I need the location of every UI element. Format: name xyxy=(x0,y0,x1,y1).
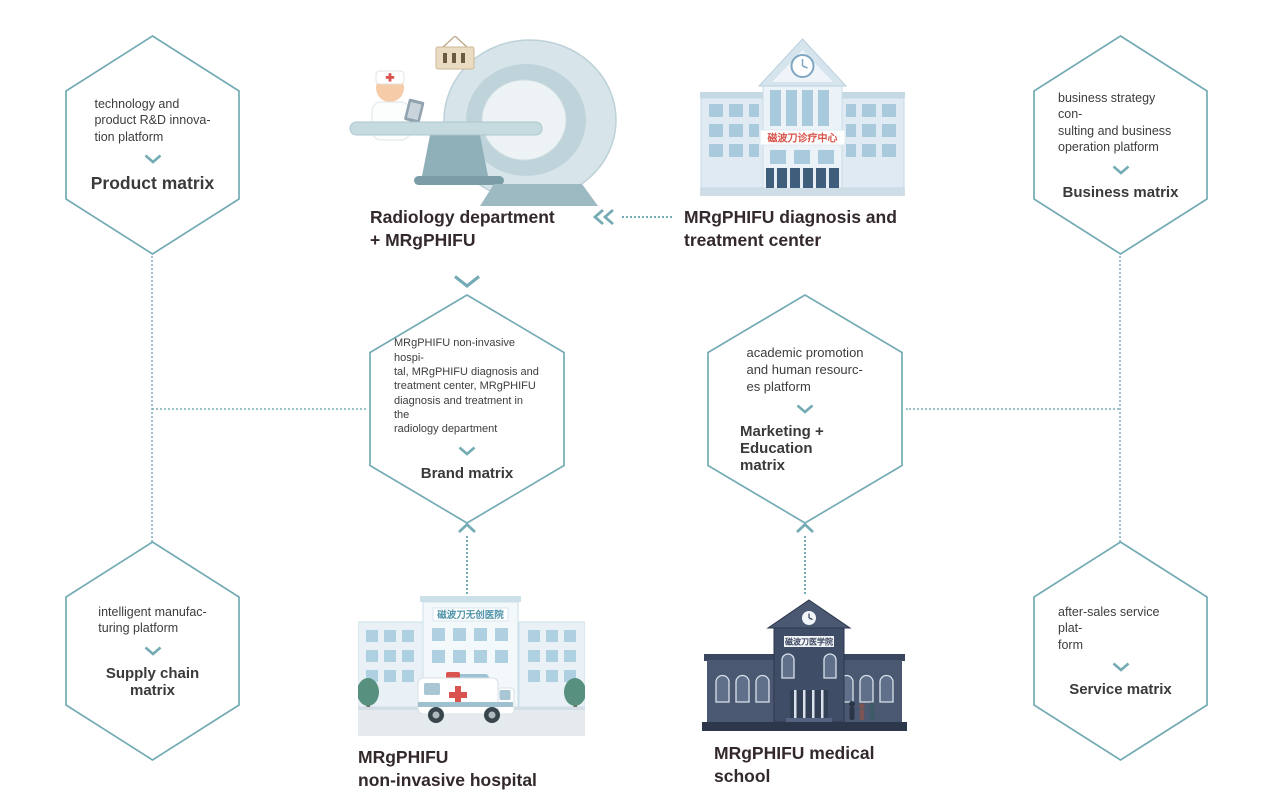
caption-connector-dotted xyxy=(622,216,672,218)
hexagon-product: technology and product R&D innova- tion … xyxy=(64,34,241,256)
hexagon-outline xyxy=(65,34,240,256)
supply-chain-matrix-label: Supply chain matrix xyxy=(105,664,200,699)
mri-scanner-illustration xyxy=(349,36,617,206)
chevron-down-icon xyxy=(454,275,480,289)
business-matrix-label: Business matrix xyxy=(1062,183,1179,201)
connector-left-vertical xyxy=(151,256,153,542)
name-banner xyxy=(759,129,846,146)
wing-windows xyxy=(366,630,576,682)
tower-upper-windows xyxy=(770,90,829,126)
tree xyxy=(564,678,585,710)
product-platform-description: technology and product R&D innova- tion … xyxy=(94,96,211,144)
wing-windows xyxy=(709,104,896,157)
connector-left-horizontal xyxy=(152,408,366,410)
marketing-platform-description: academic promotion and human resourc- es… xyxy=(746,344,864,395)
medical-school-sign-text: 磁波刀医学院 xyxy=(785,637,833,647)
chevron-down-icon xyxy=(1112,165,1129,175)
brand-platform-description: MRgPHIFU non-invasive hospi- tal, MRgPHI… xyxy=(394,337,539,436)
radiology-caption: Radiology department + MRgPHIFU xyxy=(370,207,555,251)
mri-bore-hole xyxy=(481,79,567,161)
hospital-caption: MRgPHIFU non-invasive hospital xyxy=(358,747,537,791)
tree xyxy=(358,678,379,710)
hospital-sign-text: 磁波刀无创医院 xyxy=(437,609,504,621)
people-figures xyxy=(849,701,875,720)
ground xyxy=(700,188,905,196)
chevron-down-icon xyxy=(796,404,814,414)
central-windows xyxy=(432,628,508,663)
hexagon-marketing-education: academic promotion and human resourc- es… xyxy=(706,293,904,525)
treatment-center-caption: MRgPHIFU diagnosis and treatment center xyxy=(684,207,897,251)
supply-chain-platform-description: intelligent manufac- turing platform xyxy=(98,604,207,636)
name-sign xyxy=(432,607,509,622)
marketing-education-matrix-label: Marketing + Education matrix xyxy=(740,423,824,475)
service-matrix-label: Service matrix xyxy=(1069,681,1172,699)
tower-lower-windows xyxy=(770,150,834,164)
name-sign xyxy=(784,636,834,647)
arrow-right-dotted-line xyxy=(804,536,806,594)
medical-school-illustration: 磁波刀医学院 xyxy=(702,599,907,731)
hexagon-business: business strategy con- sulting and busin… xyxy=(1032,34,1209,256)
hospital-illustration: 磁波刀无创医院 xyxy=(358,596,585,736)
hexagon-outline xyxy=(1033,540,1208,762)
business-platform-description: business strategy con- sulting and busin… xyxy=(1058,90,1172,155)
connector-right-vertical xyxy=(1119,256,1121,542)
chevron-down-icon xyxy=(144,646,161,656)
chevron-up-icon xyxy=(458,522,476,534)
chevron-up-icon xyxy=(796,522,814,534)
mri-table-pedestal xyxy=(422,135,488,176)
product-matrix-label: Product matrix xyxy=(90,173,215,194)
service-platform-description: after-sales service plat- form xyxy=(1058,604,1160,652)
brand-matrix-label: Brand matrix xyxy=(420,464,514,482)
ambulance-lightbar xyxy=(446,672,460,679)
hexagon-outline xyxy=(65,540,240,762)
mri-table-foot xyxy=(414,176,504,185)
hexagon-supply-chain: intelligent manufac- turing platform Sup… xyxy=(64,540,241,762)
hexagon-outline xyxy=(1033,34,1208,256)
double-chevron-left-icon xyxy=(592,208,614,226)
hexagon-service: after-sales service plat- form Service m… xyxy=(1032,540,1209,762)
mri-patient-table xyxy=(349,121,543,136)
treatment-center-illustration: 磁波刀诊疗中心 xyxy=(700,38,905,196)
arched-windows xyxy=(715,674,894,703)
steps xyxy=(786,718,832,722)
hexagon-brand: MRgPHIFU non-invasive hospi- tal, MRgPHI… xyxy=(368,293,566,525)
connector-right-horizontal xyxy=(906,408,1119,410)
treatment-center-sign-text: 磁波刀诊疗中心 xyxy=(768,132,838,145)
ambulance xyxy=(417,672,515,723)
chevron-down-icon xyxy=(144,154,161,164)
chevron-down-icon xyxy=(1112,662,1129,672)
medical-school-caption: MRgPHIFU medical school xyxy=(714,743,875,787)
arrow-left-dotted-line xyxy=(466,536,468,594)
chevron-down-icon xyxy=(458,446,476,456)
tower-windows xyxy=(781,653,837,679)
mri-base xyxy=(480,184,598,206)
base-platform xyxy=(702,722,907,731)
